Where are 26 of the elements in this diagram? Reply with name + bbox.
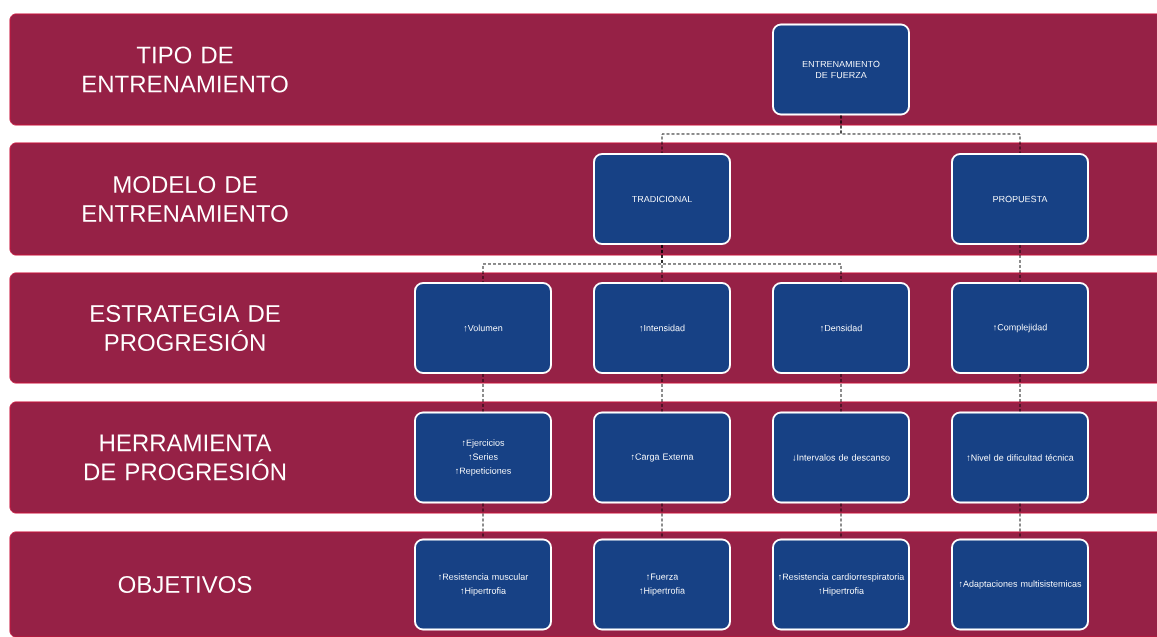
box: ↑Intensidad: [593, 282, 731, 374]
box: ↑Ejercicios ↑Series ↑Repeticiones: [414, 411, 552, 504]
connector: [840, 373, 842, 412]
box: ↑Resistencia cardiorrespiratoria ↑Hipertrofia: [772, 538, 910, 631]
box: ↑Fuerza ↑Hipertrofia: [593, 538, 731, 631]
box: PROPUESTA: [951, 153, 1089, 245]
box: ↓Intervalos de descanso: [772, 411, 910, 504]
box: ↑Densidad: [772, 282, 910, 374]
box: ↑Volumen: [414, 282, 552, 374]
connector: [840, 115, 1021, 154]
box: ↑Carga Externa: [593, 411, 731, 504]
box: ↑Nivel de dificultad técnica: [951, 411, 1089, 504]
box: ↑Adaptaciones multisistemicas: [951, 538, 1089, 631]
connector: [661, 373, 663, 412]
connector: [1019, 244, 1021, 283]
connector: [1019, 373, 1021, 412]
box: ↑Resistencia muscular ↑Hipertrofia: [414, 538, 552, 631]
connector: [661, 503, 663, 539]
connector: [1019, 503, 1021, 539]
connector: [482, 373, 484, 412]
connector: [482, 503, 484, 539]
connector: [840, 503, 842, 539]
connector: [661, 244, 842, 283]
box: ↑Complejidad: [951, 282, 1089, 374]
box: ENTRENAMIENTO DE FUERZA: [772, 23, 910, 116]
box: TRADICIONAL: [593, 153, 731, 245]
